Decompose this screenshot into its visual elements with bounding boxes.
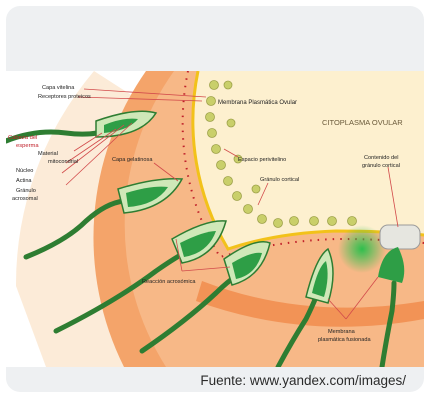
label-espacio: Espacio perivitelino (238, 157, 286, 163)
label-membrana-fusion-1: Membrana (328, 329, 356, 335)
label-cabeza-1: Cabeza del (8, 135, 37, 141)
label-cabeza-2: esperma (16, 143, 39, 149)
label-citoplasma: CITOPLASMA OVULAR (322, 118, 403, 127)
fusion-glow (338, 225, 386, 273)
image-source-caption: Fuente: www.yandex.com/images/ (200, 373, 406, 388)
label-granulo-2: acrosomal (12, 196, 38, 202)
label-membrana-fusion-2: plasmática fusionada (318, 337, 371, 343)
label-actina: Actina (16, 178, 32, 184)
label-granulo-1: Gránulo (16, 188, 36, 194)
label-material-1: Material (38, 151, 58, 157)
label-granulo-cortical: Gránulo cortical (260, 177, 299, 183)
fertilization-diagram: Capa vitelina Receptores proteicos Membr… (6, 71, 424, 367)
label-nucleo: Núcleo (16, 168, 33, 174)
label-receptores: Receptores proteicos (38, 94, 91, 100)
label-membrana-ovular: Membrana Plasmática Ovular (218, 100, 297, 106)
label-capa-gelatinosa: Capa gelatinosa (112, 157, 153, 163)
label-contenido-1: Contenido del (364, 155, 399, 161)
label-material-2: mitocondrial (48, 159, 78, 165)
label-capa-vitelina: Capa vitelina (42, 85, 75, 91)
label-contenido-2: gránulo cortical (362, 163, 400, 169)
cortical-content (380, 225, 420, 249)
label-reaccion: Reacción acrosómica (142, 279, 196, 285)
